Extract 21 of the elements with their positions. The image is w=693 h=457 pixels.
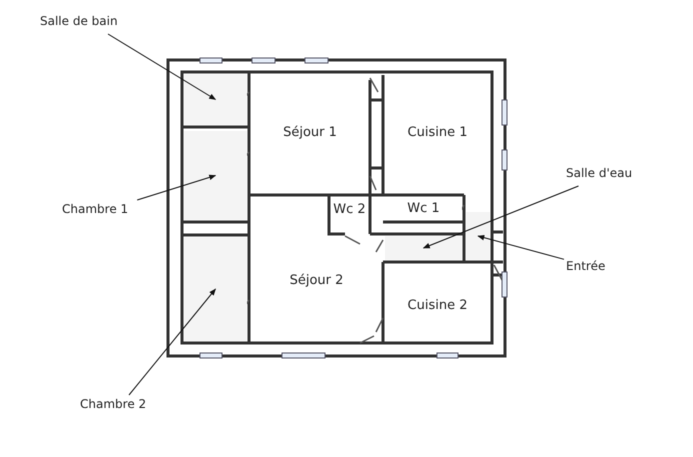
room-name: Cuisine 2 xyxy=(408,298,468,312)
room-name: Séjour 1 xyxy=(283,125,337,140)
callout-label: Salle d'eau xyxy=(566,166,646,184)
leader-line xyxy=(128,288,216,396)
room-name: Séjour 2 xyxy=(290,272,344,288)
room-floor xyxy=(184,131,247,220)
room-floor xyxy=(184,74,247,125)
leader-line xyxy=(422,186,579,248)
room-floor xyxy=(385,236,462,260)
callout-label: Chambre 1 xyxy=(62,202,142,220)
leader-line xyxy=(477,234,564,260)
callout-label: Entrée xyxy=(566,259,626,277)
leader-line xyxy=(108,34,216,100)
room-name: Cuisine 1 xyxy=(408,125,468,140)
room-floor xyxy=(184,237,247,341)
room-name: Wc 2 xyxy=(333,202,366,216)
room-floor xyxy=(466,212,490,260)
room-name: Wc 1 xyxy=(407,201,440,216)
callout-label: Salle de bain xyxy=(40,14,140,32)
callout-label: Chambre 2 xyxy=(80,397,160,415)
leader-line xyxy=(136,174,216,200)
